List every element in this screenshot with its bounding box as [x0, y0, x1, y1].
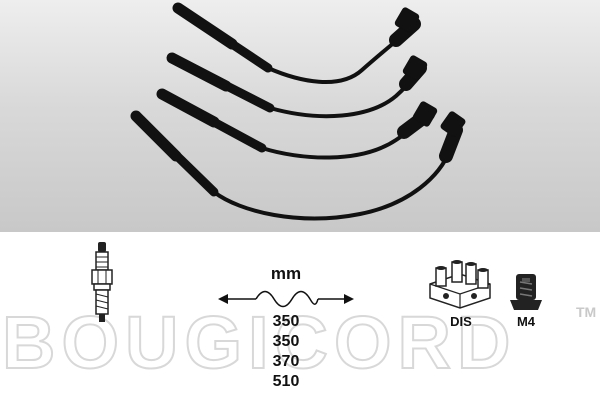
unit-label: mm: [270, 264, 302, 283]
ignition-lead-2: [166, 52, 428, 119]
length-value-2: 350: [272, 333, 300, 350]
product-photo: [0, 0, 600, 232]
length-value-4: 510: [272, 373, 300, 390]
trademark-mark: TM: [576, 304, 597, 320]
spark-plug-icon: [91, 242, 113, 322]
coil-label: DIS: [450, 314, 472, 329]
ignition-lead-1: [172, 2, 421, 84]
ignition-lead-3: [156, 88, 438, 160]
ignition-leads-image: [130, 2, 466, 221]
ignition-coil-icon: [429, 260, 491, 309]
wave-cable-icon: [218, 290, 354, 308]
length-value-3: 370: [272, 353, 300, 370]
terminal-label: M4: [516, 314, 536, 329]
m4-terminal-icon: [510, 274, 542, 310]
brand-watermark: BOUGICORD: [1, 300, 516, 380]
length-value-1: 350: [272, 313, 300, 330]
watermark-text: BOUGICORD: [2, 301, 516, 380]
ignition-lead-4: [130, 110, 466, 221]
